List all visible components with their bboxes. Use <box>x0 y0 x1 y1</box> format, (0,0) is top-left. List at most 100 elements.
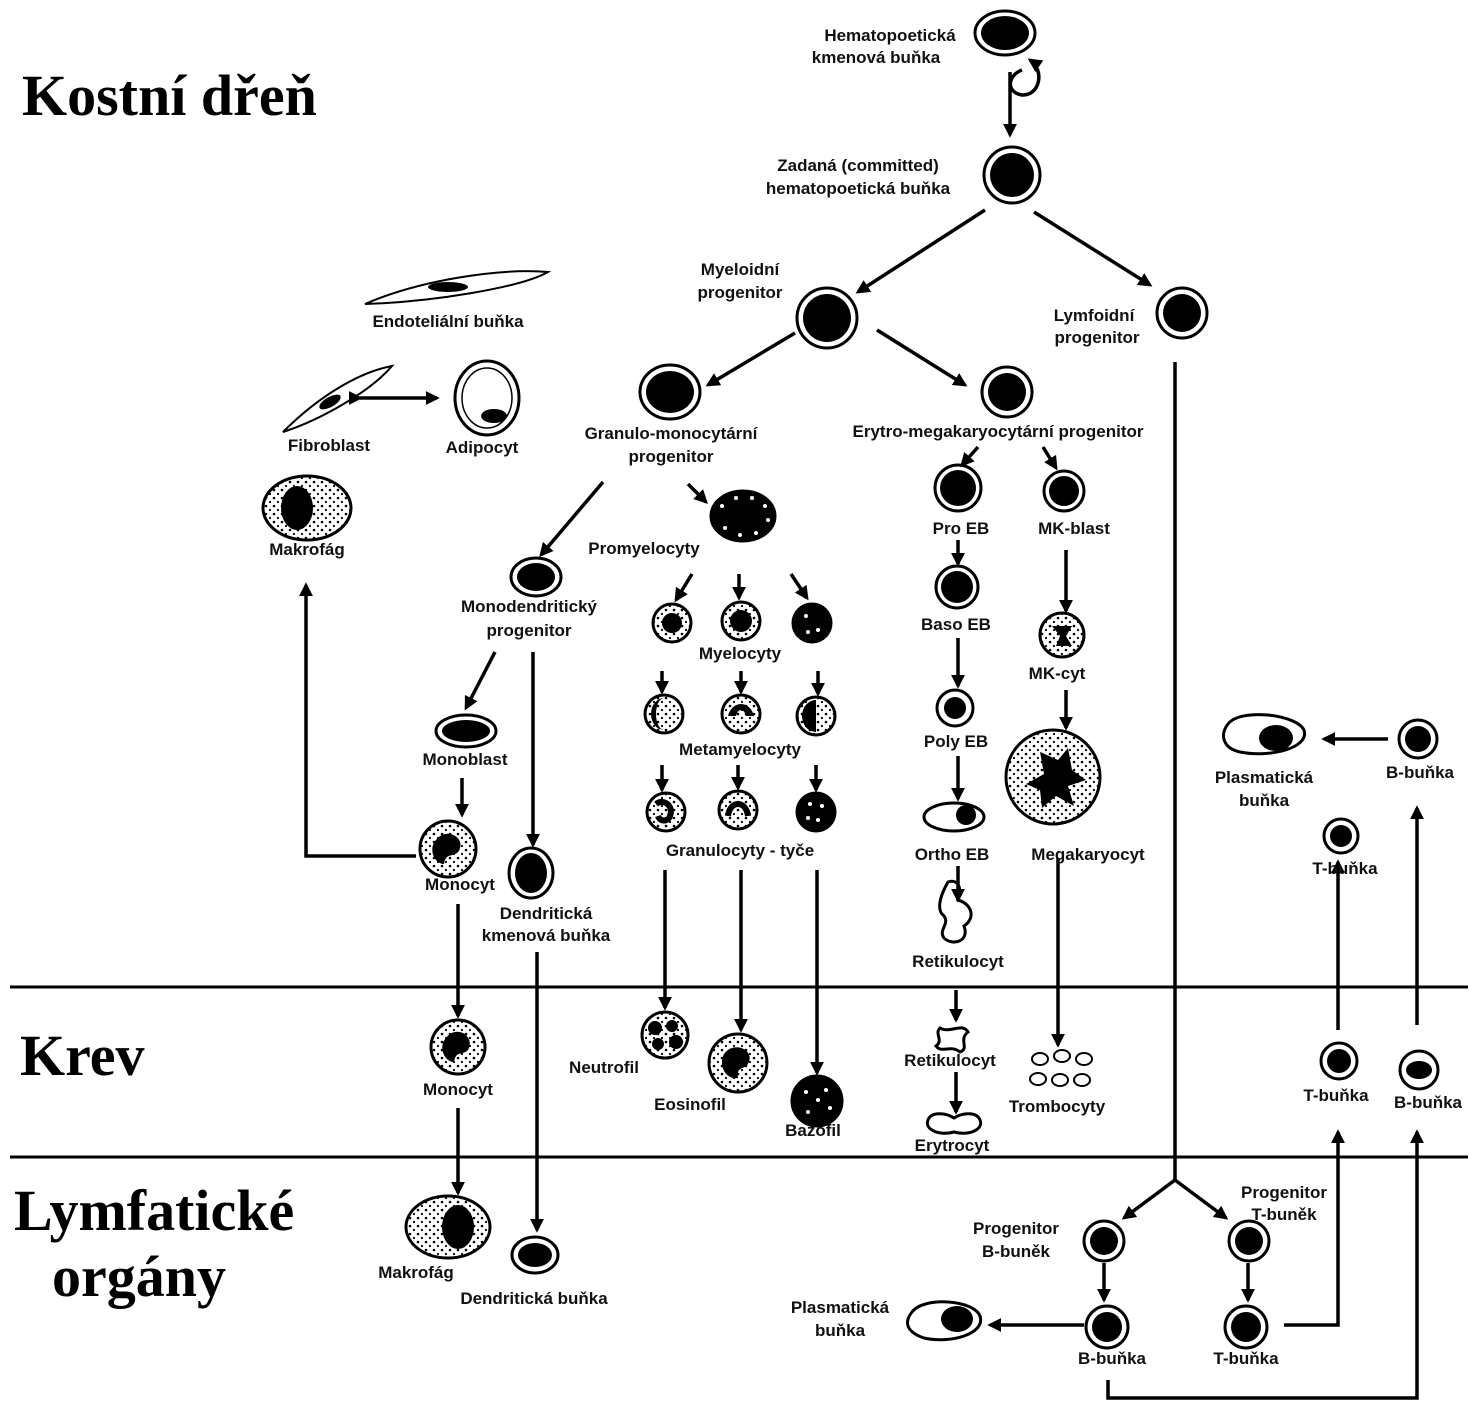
promyelocyte-cell <box>709 489 777 543</box>
region-bone-marrow: Kostní dřeň <box>22 63 317 128</box>
plasma-cell-lymph <box>906 1300 983 1342</box>
reticulocyte-blood-cell <box>933 1026 970 1054</box>
gmp-cell <box>638 363 702 421</box>
lymphoid-progenitor-cell <box>1155 286 1209 340</box>
t-progenitor-cell <box>1227 1219 1271 1263</box>
label-b-cell-blood: B-buňka <box>1394 1093 1463 1112</box>
label-monodendritic-1: Monodendritický <box>461 597 598 616</box>
label-t-cell-bm: T-buňka <box>1312 859 1378 878</box>
label-b-progenitor-2: B-buněk <box>982 1242 1051 1261</box>
label-committed-2: hematopoetická buňka <box>766 179 951 198</box>
label-gmp-2: progenitor <box>629 447 714 466</box>
endothelial-cell <box>364 270 552 305</box>
label-ortho-eb: Ortho EB <box>915 845 990 864</box>
hsc-cell <box>973 9 1037 57</box>
label-dendritic-stem-1: Dendritická <box>500 904 593 923</box>
label-myelocytes: Myelocyty <box>699 644 782 663</box>
b-progenitor-cell <box>1082 1219 1126 1263</box>
arrows <box>299 72 1424 1400</box>
t-cell-bm <box>1322 817 1360 855</box>
label-b-progenitor-1: Progenitor <box>973 1219 1059 1238</box>
label-plasma-lymph-1: Plasmatická <box>791 1298 890 1317</box>
label-gmp-1: Granulo-monocytární <box>585 424 759 443</box>
myelocyte-cell-2 <box>720 600 762 642</box>
label-emp: Erytro-megakaryocytární progenitor <box>853 422 1144 441</box>
macrophage-lymph-cell <box>404 1194 492 1260</box>
t-cell-blood <box>1319 1041 1359 1081</box>
band-cell-3 <box>795 791 837 833</box>
plasma-cell-bm <box>1222 713 1306 756</box>
label-endothelial: Endoteliální buňka <box>372 312 524 331</box>
label-poly-eb: Poly EB <box>924 732 988 751</box>
ortho-eb-cell <box>922 801 986 833</box>
t-cell-lymph <box>1223 1304 1269 1350</box>
label-erythrocyte: Erytrocyt <box>915 1136 990 1155</box>
committed-cell <box>982 145 1042 205</box>
dendritic-stem-cell <box>507 846 555 900</box>
myelocyte-cell-3 <box>791 602 833 644</box>
baso-eb-cell <box>934 564 980 610</box>
label-promyelocytes: Promyelocyty <box>588 539 700 558</box>
b-cell-lymph <box>1084 1304 1130 1350</box>
label-adipocyte: Adipocyt <box>446 438 519 457</box>
label-t-progenitor-1: Progenitor <box>1241 1183 1327 1202</box>
monocyte-blood-cell <box>429 1018 487 1076</box>
mk-cyt-cell <box>1038 611 1086 659</box>
label-monoblast: Monoblast <box>423 750 508 769</box>
erythrocyte-cell <box>925 1112 983 1135</box>
label-lymphoid-2: progenitor <box>1055 328 1140 347</box>
label-reticulocyte-blood: Retikulocyt <box>904 1051 996 1070</box>
label-megakaryocyte: Megakaryocyt <box>1031 845 1145 864</box>
label-fibroblast: Fibroblast <box>288 436 371 455</box>
reticulocyte-bm-cell <box>938 879 973 944</box>
metamyelocyte-cell-1 <box>643 693 685 735</box>
dendritic-lymph-cell <box>510 1235 560 1275</box>
emp-cell <box>980 365 1034 419</box>
region-lymph-line1: Lymfatické <box>14 1178 294 1243</box>
label-granulocytes-bands: Granulocyty - tyče <box>666 841 814 860</box>
mk-blast-cell <box>1042 469 1086 513</box>
label-monocyte-blood: Monocyt <box>423 1080 493 1099</box>
megakaryocyte-cell <box>1004 728 1102 826</box>
monodendritic-progenitor-cell <box>509 556 563 598</box>
label-dendritic-stem-2: kmenová buňka <box>482 926 611 945</box>
label-dendritic-cell: Dendritická buňka <box>460 1289 608 1308</box>
poly-eb-cell <box>935 688 975 728</box>
myeloid-progenitor-cell <box>795 286 859 350</box>
label-reticulocyte-bm: Retikulocyt <box>912 952 1004 971</box>
band-cell-1 <box>645 791 687 833</box>
label-b-cell-bm: B-buňka <box>1386 763 1455 782</box>
monocyte-bm-cell <box>418 819 478 879</box>
label-committed-1: Zadaná (committed) <box>777 156 939 175</box>
b-cell-blood <box>1398 1049 1440 1091</box>
label-plasma-bm-2: buňka <box>1239 791 1290 810</box>
metamyelocyte-cell-3 <box>795 695 837 737</box>
label-mk-blast: MK-blast <box>1038 519 1110 538</box>
neutrophil-cell <box>640 1010 690 1060</box>
label-platelets: Trombocyty <box>1009 1097 1106 1116</box>
region-blood: Krev <box>20 1023 145 1088</box>
fibroblast-cell <box>282 364 395 433</box>
region-lymph-line2: orgány <box>52 1244 226 1309</box>
label-metamyelocytes: Metamyelocyty <box>679 740 801 759</box>
monoblast-cell <box>434 713 498 749</box>
label-plasma-lymph-2: buňka <box>815 1321 866 1340</box>
label-hsc-2: kmenová buňka <box>812 48 941 67</box>
myelocyte-cell-1 <box>651 602 693 644</box>
labels: Hematopoetická kmenová buňka Zadaná (com… <box>269 26 1462 1368</box>
basophil-cell <box>790 1074 844 1128</box>
label-neutrophil: Neutrofil <box>569 1058 639 1077</box>
label-baso-eb: Baso EB <box>921 615 991 634</box>
band-cell-2 <box>717 789 759 831</box>
label-mk-cyt: MK-cyt <box>1029 664 1086 683</box>
label-lymphoid-1: Lymfoidní <box>1054 306 1136 325</box>
label-basophil: Bazofil <box>785 1121 841 1140</box>
label-hsc-1: Hematopoetická <box>824 26 956 45</box>
adipocyte-cell <box>453 359 521 437</box>
label-myeloid-1: Myeloidní <box>701 260 781 279</box>
label-monodendritic-2: progenitor <box>487 621 572 640</box>
label-t-progenitor-2: T-buněk <box>1251 1205 1317 1224</box>
label-myeloid-2: progenitor <box>698 283 783 302</box>
